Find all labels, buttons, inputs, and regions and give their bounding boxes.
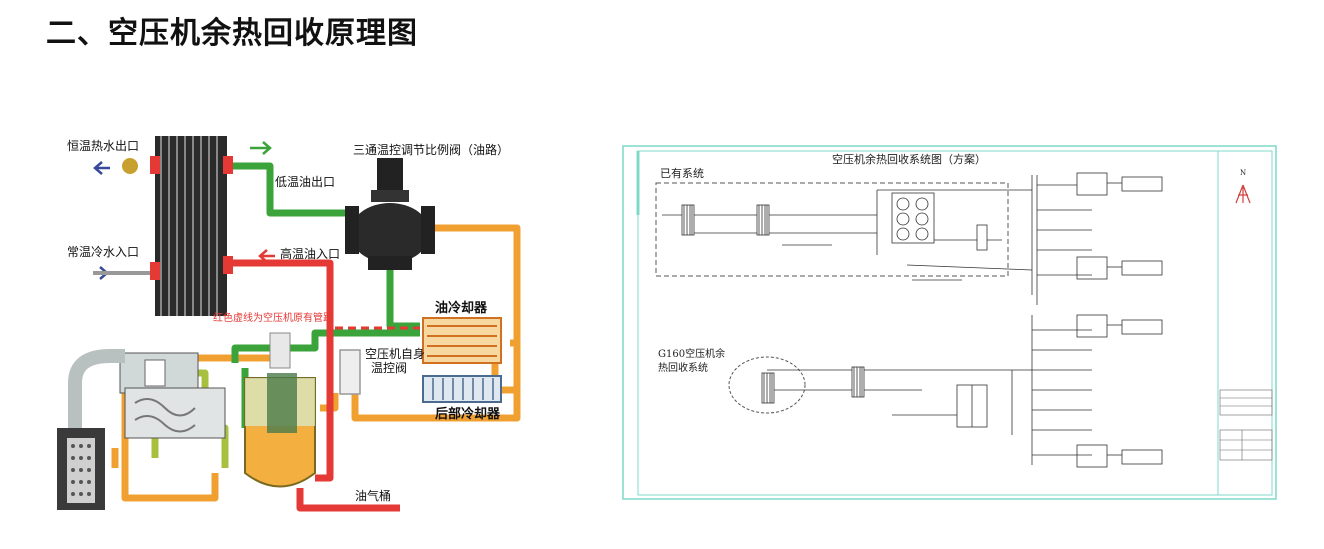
cad-existing-system: 已有系统 <box>660 166 704 180</box>
title-block <box>1219 389 1273 461</box>
existing-system-schematic <box>662 175 1033 295</box>
label-temp-valve-1: 空压机自身 <box>365 346 425 361</box>
existing-system-boundary <box>655 182 1009 277</box>
after-cooler-unit <box>422 375 502 403</box>
heat-recovery-principle-diagram: 恒温热水出口 常温冷水入口 低温油出口 高温油入口 三通温控调节比例阀（油路） … <box>57 136 521 512</box>
motor <box>57 349 125 510</box>
screw-compressor <box>119 352 226 439</box>
label-red-note: 红色虚线为空压机原有管路 <box>213 311 333 324</box>
label-after-cooler: 后部冷却器 <box>435 406 501 422</box>
label-temp-valve-2: 温控阀 <box>371 361 407 375</box>
label-low-oil-out: 低温油出口 <box>275 175 335 189</box>
g160-schematic <box>761 366 1032 435</box>
cad-g160-line1: G160空压机余 <box>658 347 725 360</box>
red-pipes <box>225 259 400 512</box>
label-hot-water-out: 恒温热水出口 <box>67 139 139 153</box>
central-manifold <box>891 192 935 244</box>
plate-heat-exchanger <box>150 136 233 316</box>
temp-control-valve <box>339 349 361 395</box>
label-high-oil-in: 高温油入口 <box>280 246 340 261</box>
g160-unit-boundary <box>728 356 806 414</box>
label-oil-tank: 油气桶 <box>355 488 391 503</box>
north-arrow-icon <box>1235 184 1251 204</box>
cad-system-drawing: 空压机余热回收系统图（方案） 已有系统 G160空压机余 热回收系统 <box>622 145 1277 500</box>
cad-title: 空压机余热回收系统图（方案） <box>832 152 986 166</box>
label-three-way-valve: 三通温控调节比例阀（油路） <box>353 142 509 157</box>
oil-gas-tank <box>244 332 316 488</box>
cad-g160-line2: 热回收系统 <box>658 361 708 374</box>
outlet-valve <box>122 158 138 174</box>
oil-cooler-unit <box>422 317 502 364</box>
label-cold-water-in: 常温冷水入口 <box>67 245 139 259</box>
branch-equipment <box>1031 172 1163 468</box>
three-way-valve <box>345 158 435 270</box>
label-oil-cooler: 油冷却器 <box>435 300 488 316</box>
north-label: N <box>1240 169 1246 177</box>
page-title: 二、空压机余热回收原理图 <box>46 16 418 51</box>
